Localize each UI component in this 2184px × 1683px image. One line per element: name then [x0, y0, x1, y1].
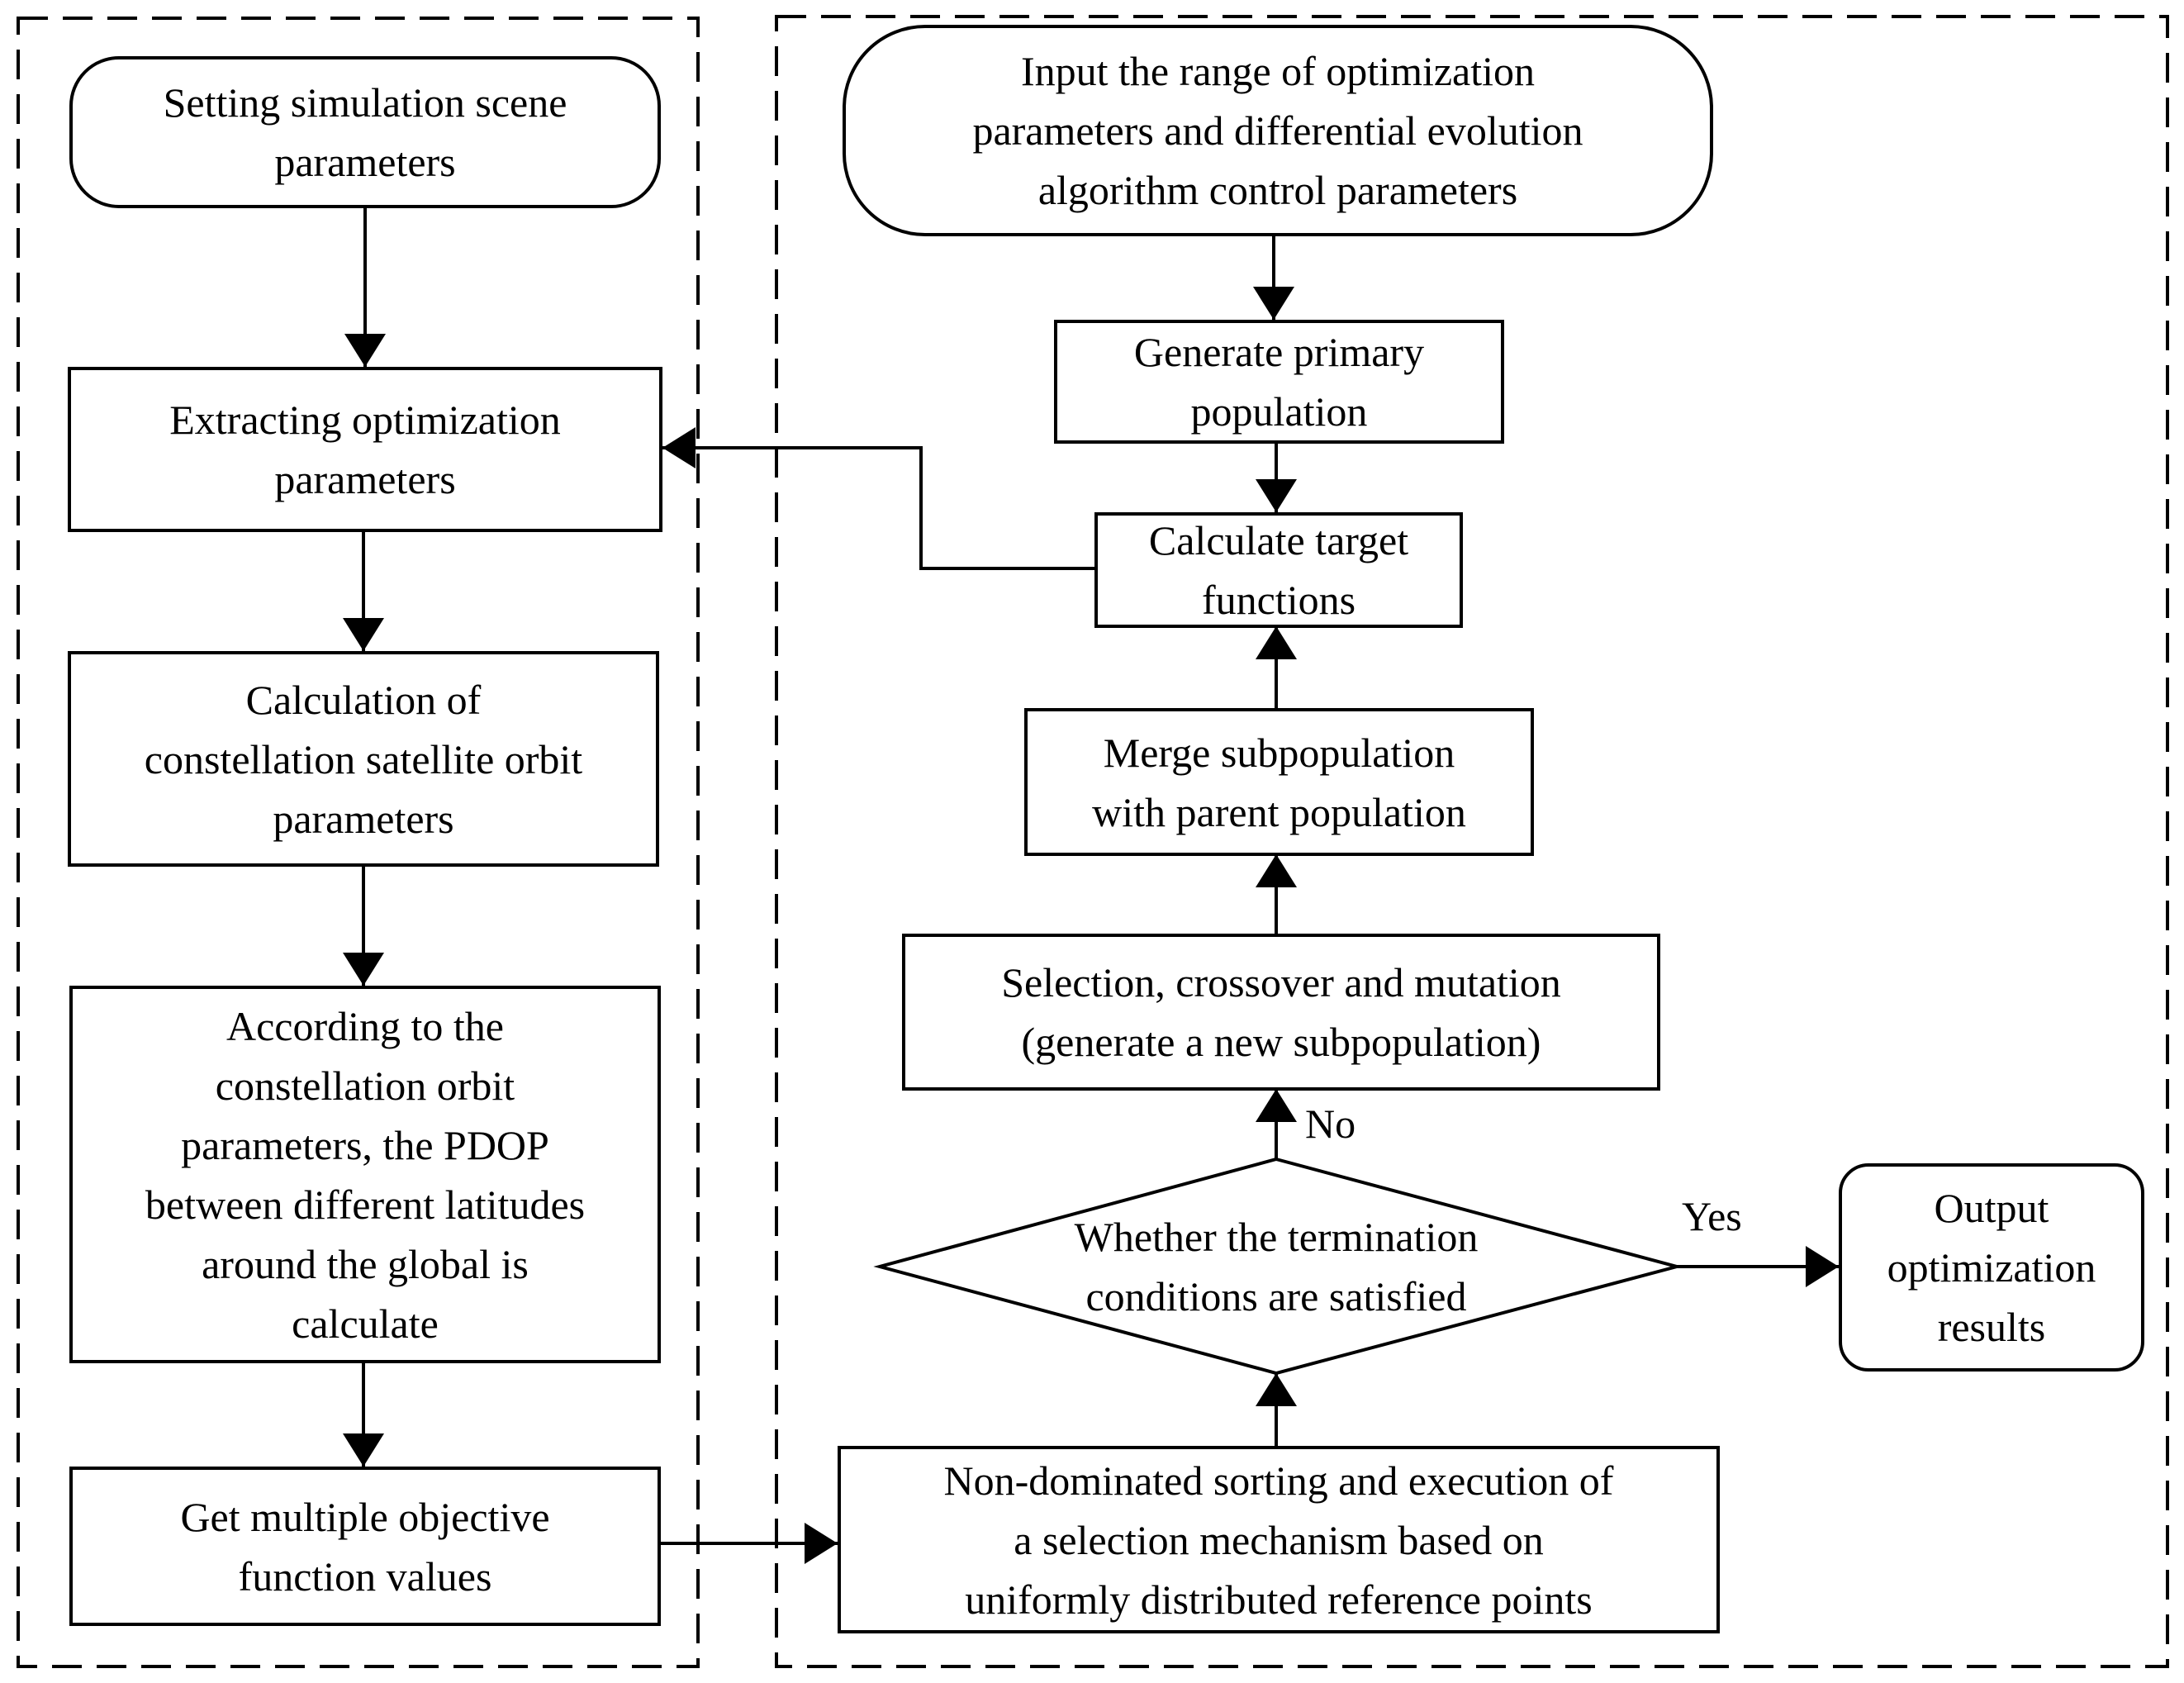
setting-scene-text: Setting simulation scene parameters [163, 79, 567, 185]
extracting-text: Extracting optimization parameters [169, 397, 561, 502]
merge-node: Merge subpopulation with parent populati… [1024, 708, 1534, 856]
termination-text: Whether the termination conditions are s… [1074, 1214, 1479, 1319]
output-node: Output optimization results [1839, 1163, 2144, 1372]
setting-scene-node: Setting simulation scene parameters [69, 56, 661, 208]
primary-population-text: Generate primary population [1133, 329, 1425, 435]
target-functions-text: Calculate target functions [1148, 517, 1409, 623]
selection-text: Selection, crossover and mutation (gener… [1001, 959, 1561, 1065]
extracting-node: Extracting optimization parameters [68, 367, 662, 532]
pdop-text: According to the constellation orbit par… [145, 1002, 586, 1347]
objective-values-text: Get multiple objective function values [180, 1493, 550, 1600]
arrow-target-to-extract [662, 427, 1094, 570]
input-range-node: Input the range of optimization paramete… [843, 25, 1713, 236]
decision-diamond [873, 1157, 1683, 1376]
left-panel-border [17, 17, 700, 1668]
orbit-params-text: Calculation of constellation satellite o… [144, 676, 583, 842]
orbit-params-node: Calculation of constellation satellite o… [68, 651, 659, 867]
selection-node: Selection, crossover and mutation (gener… [902, 934, 1660, 1091]
non-dominated-text: Non-dominated sorting and execution of a… [943, 1457, 1614, 1623]
right-panel-border [775, 15, 2169, 1668]
pdop-node: According to the constellation orbit par… [69, 986, 661, 1363]
non-dominated-node: Non-dominated sorting and execution of a… [838, 1446, 1720, 1633]
objective-values-node: Get multiple objective function values [69, 1467, 661, 1626]
yes-label: Yes [1682, 1193, 1742, 1239]
input-range-text: Input the range of optimization paramete… [972, 48, 1583, 213]
merge-text: Merge subpopulation with parent populati… [1092, 729, 1466, 835]
no-label: No [1305, 1101, 1356, 1147]
output-text: Output optimization results [1887, 1185, 2096, 1350]
primary-population-node: Generate primary population [1054, 320, 1504, 444]
target-functions-node: Calculate target functions [1094, 512, 1463, 628]
